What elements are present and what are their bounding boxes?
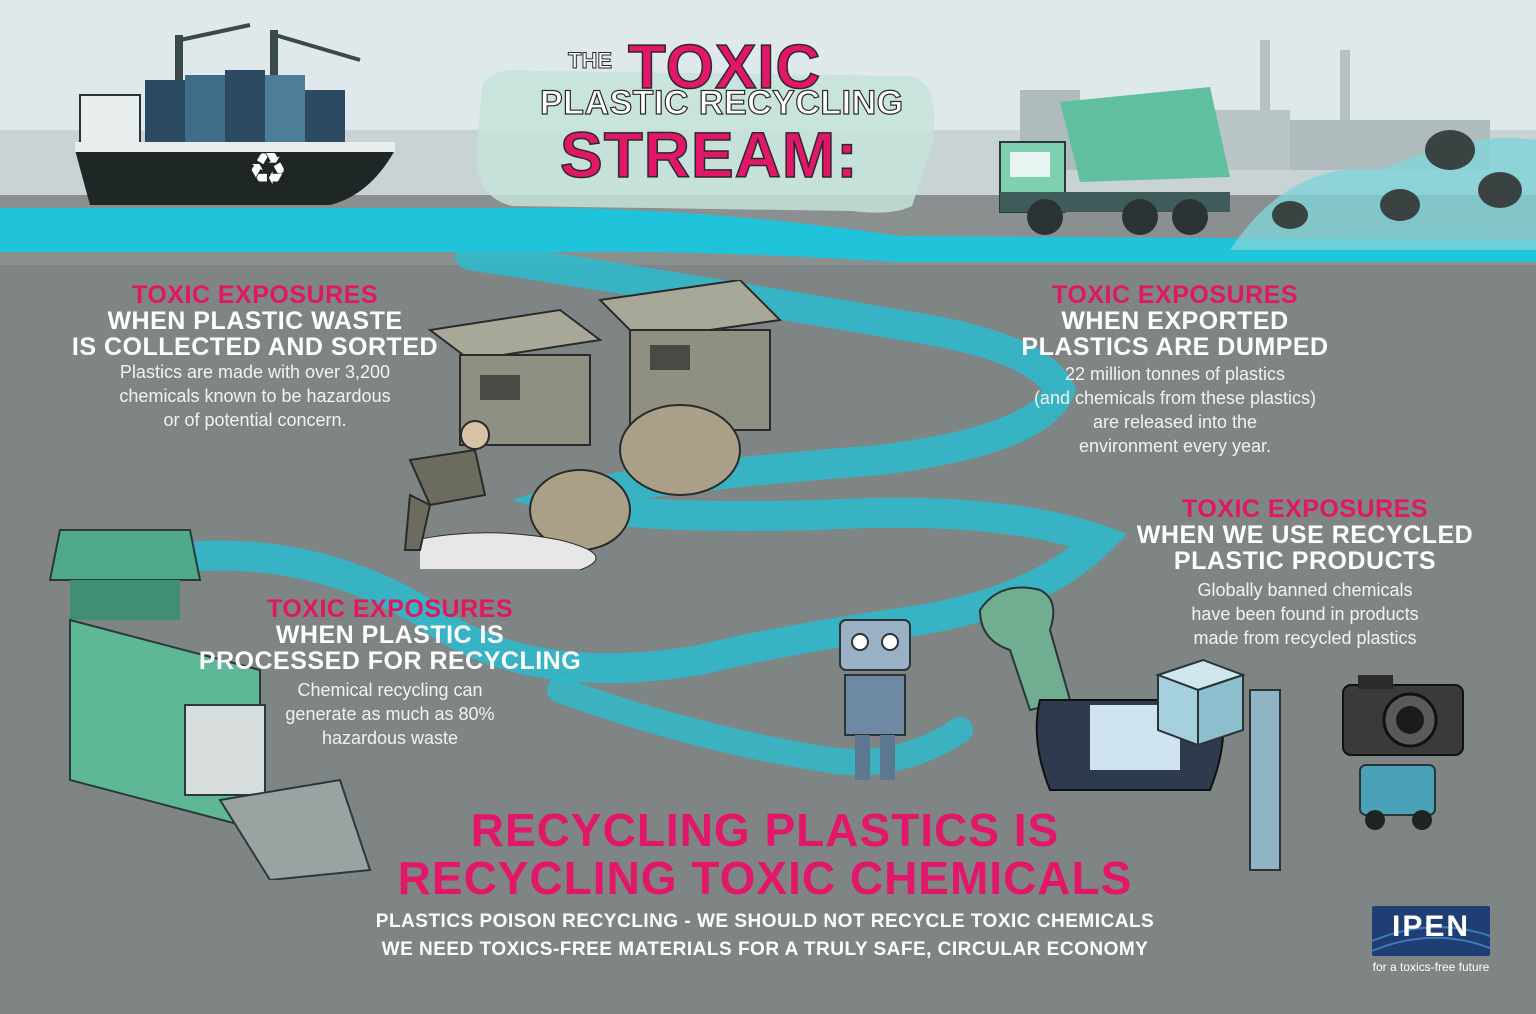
section-body-1: Chemical recycling can	[297, 680, 483, 700]
section-body-2: chemicals known to be hazardous	[119, 386, 391, 406]
section-body-2: generate as much as 80%	[285, 704, 495, 724]
section-body-1: Globally banned chemicals	[1197, 580, 1413, 600]
toy-car-icon	[1359, 764, 1436, 830]
section-body-1: Plastics are made with over 3,200	[119, 362, 391, 382]
title-stream: STREAM:	[559, 118, 859, 192]
ipen-logo[interactable]: IPEN	[1372, 906, 1490, 956]
camera-icon	[1342, 675, 1464, 756]
slogan-line-1: RECYCLING PLASTICS IS	[470, 804, 1060, 856]
section-heading-white-2: PLASTIC PRODUCTS	[1173, 547, 1437, 575]
slogan-sub-1: PLASTICS POISON RECYCLING - WE SHOULD NO…	[375, 911, 1155, 932]
robot-toy-icon	[839, 619, 911, 780]
dinosaur-toy-icon	[978, 586, 1072, 712]
section-body-3: or of potential concern.	[163, 410, 347, 430]
section-heading-white-2: PROCESSED FOR RECYCLING	[198, 647, 582, 675]
section-dumped: TOXIC EXPOSURES WHEN EXPORTED PLASTICS A…	[990, 282, 1360, 458]
section-collected: TOXIC EXPOSURES WHEN PLASTIC WASTE IS CO…	[40, 282, 470, 432]
title-the: THE	[568, 48, 613, 74]
dump-truck-icon	[999, 87, 1230, 235]
container-ship-icon	[75, 23, 395, 205]
main-slogan: RECYCLING PLASTICS IS RECYCLING TOXIC CH…	[300, 806, 1230, 964]
section-heading-pink: TOXIC EXPOSURES	[1182, 495, 1428, 523]
recycle-icon: ♻	[248, 145, 288, 194]
section-processed: TOXIC EXPOSURES WHEN PLASTIC IS PROCESSE…	[170, 596, 610, 750]
section-heading-white-1: WHEN EXPORTED	[1061, 307, 1289, 335]
recycling-machine-icon	[48, 529, 372, 880]
section-heading-white-2: IS COLLECTED AND SORTED	[71, 333, 439, 361]
huts-icon	[420, 280, 783, 570]
slogan-line-2: RECYCLING TOXIC CHEMICALS	[397, 852, 1133, 904]
section-body-3: hazardous waste	[321, 728, 459, 748]
section-heading-white-1: WHEN WE USE RECYCLED	[1136, 521, 1474, 549]
worker-icon	[403, 420, 490, 551]
section-body-1: 22 million tonnes of plastics	[1064, 364, 1286, 384]
logo-globe-lines	[1372, 926, 1490, 952]
puzzle-cube-icon	[1155, 658, 1246, 747]
section-heading-pink: TOXIC EXPOSURES	[1052, 281, 1298, 309]
section-heading-white-2: PLASTICS ARE DUMPED	[1021, 333, 1329, 361]
section-heading-pink: TOXIC EXPOSURES	[267, 595, 513, 623]
section-body-2: (and chemicals from these plastics)	[1033, 388, 1317, 408]
section-heading-white-1: WHEN PLASTIC IS	[275, 621, 505, 649]
trash-pile	[1230, 130, 1536, 250]
section-body-3: are released into the	[1092, 412, 1258, 432]
section-body-2: have been found in products	[1191, 604, 1419, 624]
section-heading-white-1: WHEN PLASTIC WASTE	[107, 307, 403, 335]
section-heading-pink: TOXIC EXPOSURES	[132, 281, 378, 309]
title-banner: THE TOXIC PLASTIC RECYCLING STREAM:	[472, 32, 942, 214]
section-body-3: made from recycled plastics	[1193, 628, 1417, 648]
section-recycled-products: TOXIC EXPOSURES WHEN WE USE RECYCLED PLA…	[1110, 496, 1500, 650]
comb-icon	[1249, 689, 1281, 871]
logo-tagline: for a toxics-free future	[1372, 960, 1490, 974]
title-backdrop	[476, 70, 935, 213]
title-plastic-recycling: PLASTIC RECYCLING	[539, 83, 904, 122]
logo-name: IPEN	[1391, 910, 1471, 943]
section-body-4: environment every year.	[1078, 436, 1272, 456]
slogan-sub-2: WE NEED TOXICS-FREE MATERIALS FOR A TRUL…	[381, 939, 1149, 960]
title-toxic: TOXIC	[627, 32, 822, 103]
